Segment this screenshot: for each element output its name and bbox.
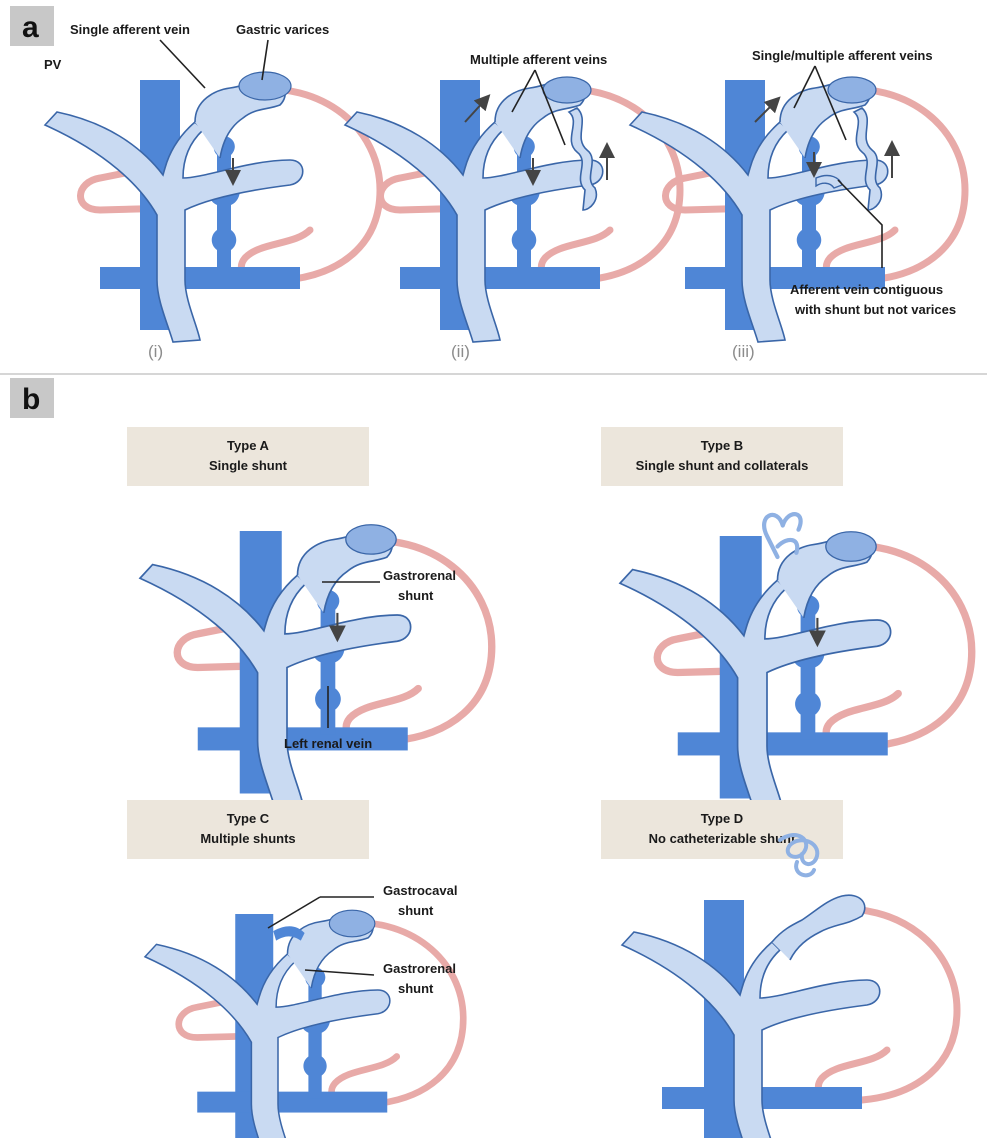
type-c-subtitle: Multiple shunts [200, 831, 295, 846]
type-b-title: Type B [701, 438, 743, 453]
diagram-type-a [140, 525, 492, 806]
diagram-type-b [620, 514, 972, 811]
type-d-subtitle: No catheterizable shunt [649, 831, 796, 846]
roman-i: (i) [148, 342, 163, 361]
type-b-box [601, 427, 843, 486]
label-contiguous-1: Afferent vein contiguous [790, 282, 943, 297]
label-single-afferent-vein: Single afferent vein [70, 22, 190, 37]
label-left-renal-vein: Left renal vein [284, 736, 372, 751]
label-gastrorenal-a-2: shunt [398, 588, 434, 603]
diagram-type-d [622, 835, 957, 1138]
type-c-box [127, 800, 369, 859]
diagram-a-i [45, 72, 380, 342]
type-a-title: Type A [227, 438, 270, 453]
label-gastrorenal-a-1: Gastrorenal [383, 568, 456, 583]
diagram-type-c [145, 910, 463, 1138]
label-contiguous-2: with shunt but not varices [794, 302, 956, 317]
type-a-box [127, 427, 369, 486]
type-c-title: Type C [227, 811, 270, 826]
diagram-a-ii [345, 77, 680, 342]
panel-a-letter: a [22, 11, 39, 44]
label-gastrorenal-c-1: Gastrorenal [383, 961, 456, 976]
roman-ii: (ii) [451, 342, 470, 361]
label-gastrorenal-c-2: shunt [398, 981, 434, 996]
panel-b-letter: b [22, 383, 40, 416]
label-single-multiple-afferent-veins: Single/multiple afferent veins [752, 48, 933, 63]
type-b-subtitle: Single shunt and collaterals [636, 458, 809, 473]
type-d-title: Type D [701, 811, 743, 826]
label-gastric-varices: Gastric varices [236, 22, 329, 37]
label-pv: PV [44, 57, 62, 72]
label-multiple-afferent-veins: Multiple afferent veins [470, 52, 607, 67]
roman-iii: (iii) [732, 342, 755, 361]
label-gastrocaval-2: shunt [398, 903, 434, 918]
label-gastrocaval-1: Gastrocaval [383, 883, 457, 898]
type-a-subtitle: Single shunt [209, 458, 288, 473]
